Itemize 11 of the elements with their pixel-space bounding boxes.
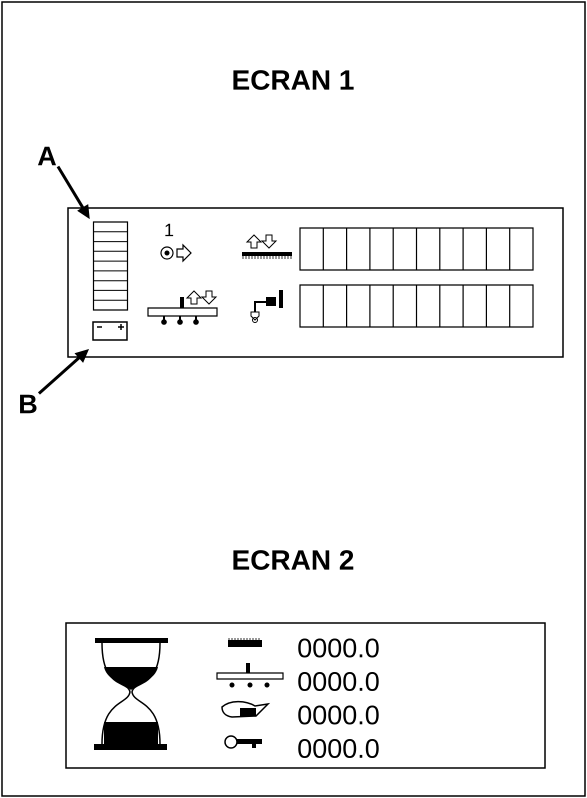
counter-value: 0000.0 [298,738,379,758]
callout-letter: B [20,394,37,414]
counter-value: 0000.0 [298,672,379,692]
counter-value: 0000.0 [298,705,379,725]
battery-icon [92,321,128,341]
screen-heading: ECRAN 2 [233,550,354,570]
screen-heading: ECRAN 1 [233,70,354,90]
index-number: 1 [165,224,174,236]
bar-gauge [92,221,128,311]
counter-value: 0000.0 [298,638,379,658]
callout-letter: A [38,146,56,166]
